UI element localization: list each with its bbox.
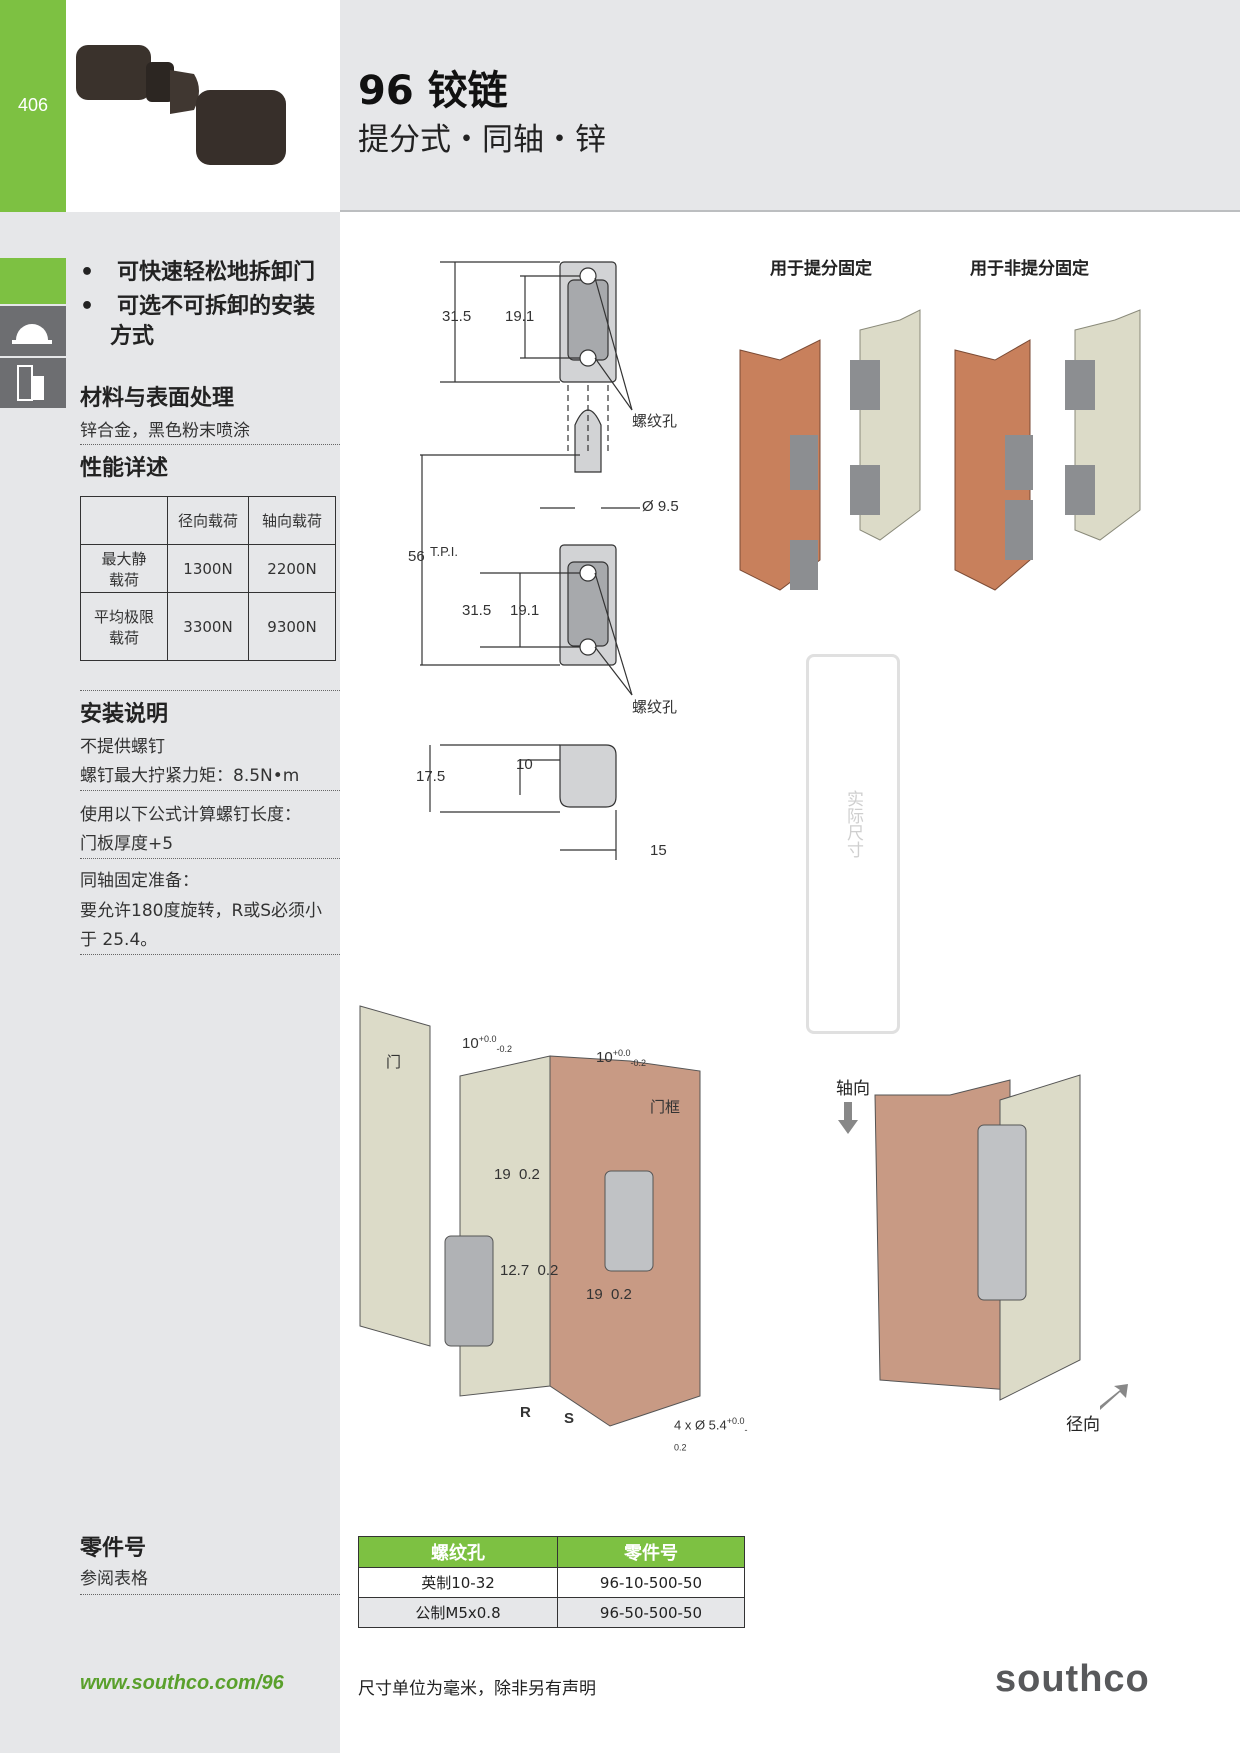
page-number: 406 bbox=[17, 95, 49, 115]
radial-label: 径向 bbox=[1066, 1415, 1100, 1435]
performance-table: 径向载荷 轴向载荷 最大静载荷 1300N 2200N 平均极限载荷 3300N… bbox=[80, 496, 336, 661]
header-band bbox=[340, 0, 1240, 210]
actual-size-label: 实际尺寸 bbox=[843, 790, 863, 858]
page-subtitle: 提分式・同轴・锌 bbox=[358, 122, 606, 158]
parts-table: 螺纹孔 零件号 英制10-32 96-10-500-50 公制M5x0.8 96… bbox=[358, 1536, 745, 1628]
page-tab bbox=[0, 0, 66, 212]
axial-label: 轴向 bbox=[836, 1079, 870, 1099]
material-heading: 材料与表面处理 bbox=[80, 386, 235, 411]
feature-2-cont: 方式 bbox=[110, 324, 155, 349]
actual-size-outline bbox=[806, 654, 900, 1034]
feature-2: • 可选不可拆卸的安装 bbox=[80, 294, 316, 319]
mounting-illustrations bbox=[730, 300, 1150, 630]
load-direction-drawing bbox=[830, 1040, 1140, 1420]
door-label: 门 bbox=[386, 1054, 402, 1071]
units-note: 尺寸单位为毫米，除非另有声明 bbox=[358, 1679, 596, 1699]
performance-heading: 性能详述 bbox=[80, 456, 169, 481]
website-link[interactable]: www.southco.com/96 bbox=[80, 1672, 284, 1694]
southco-logo: southco bbox=[995, 1658, 1150, 1700]
nonliftoff-label: 用于非提分固定 bbox=[970, 259, 1089, 279]
hinge-mount-icon bbox=[0, 358, 66, 408]
page-title: 96 铰链 bbox=[358, 68, 508, 114]
material-text: 锌合金，黑色粉末喷涂 bbox=[80, 421, 250, 441]
part-number-text: 参阅表格 bbox=[80, 1569, 148, 1589]
feature-1: • 可快速轻松地拆卸门 bbox=[80, 260, 316, 285]
installation-drawing: 门 门框 10+0.0-0.2 10+0.0-0.2 19 0.2 12.7 0… bbox=[350, 996, 760, 1453]
lift-off-icon bbox=[0, 306, 66, 356]
liftoff-label: 用于提分固定 bbox=[770, 259, 872, 279]
frame-label: 门框 bbox=[650, 1099, 681, 1116]
part-number-heading: 零件号 bbox=[80, 1536, 147, 1561]
hinge-dimension-drawing: 31.5 19.1 螺纹孔 Ø 9.5 56 T.P.I. 31.5 19.1 … bbox=[400, 250, 720, 870]
product-photo bbox=[66, 0, 340, 212]
sidebar bbox=[0, 212, 340, 1753]
install-heading: 安装说明 bbox=[80, 702, 169, 727]
